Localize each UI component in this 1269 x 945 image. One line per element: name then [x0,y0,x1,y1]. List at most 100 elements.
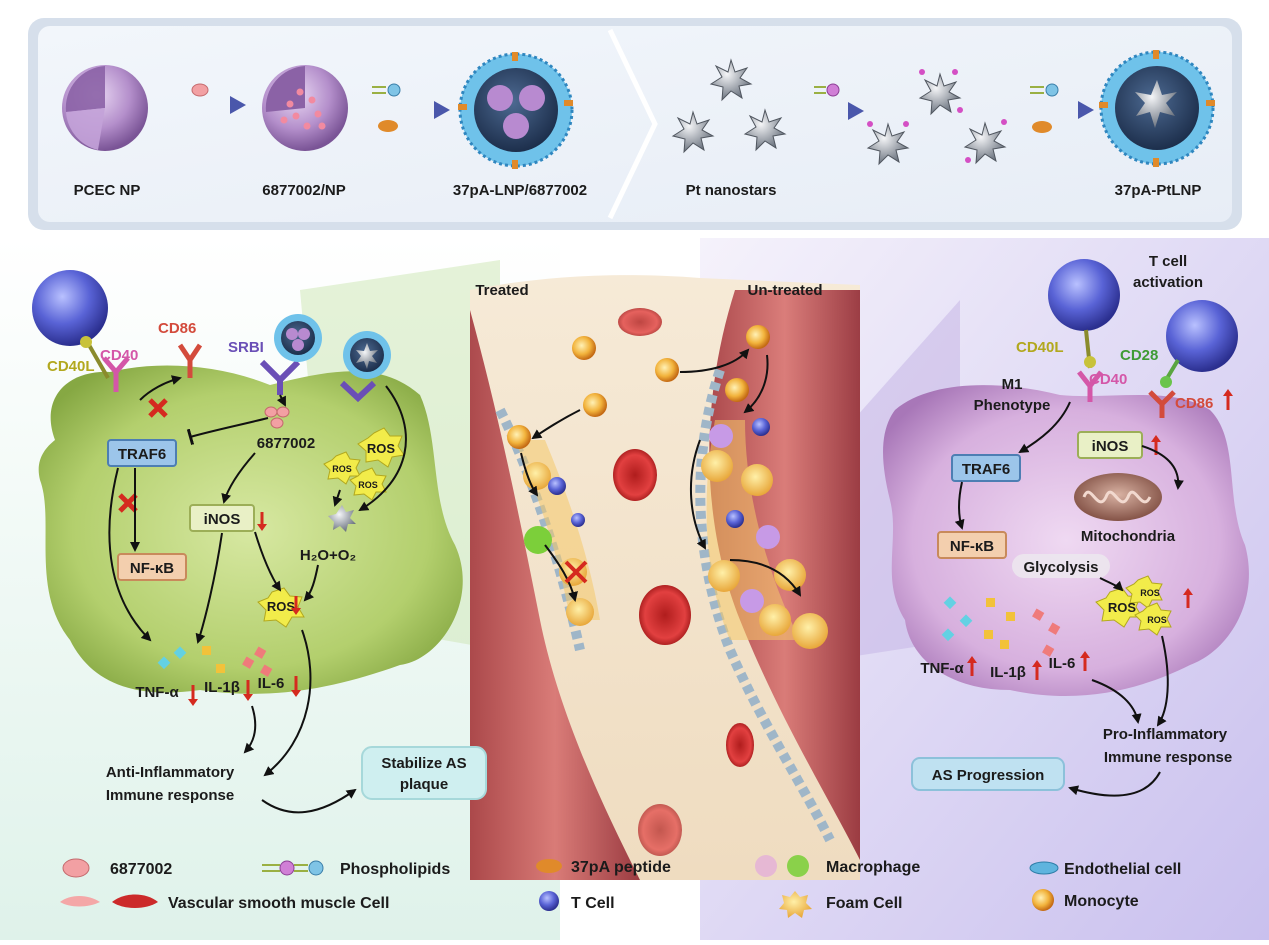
left-cd40-label: CD40 [100,347,138,364]
legend-drug-icon [62,858,90,878]
legend-endothelial-icon [1029,861,1059,875]
artery-illustration: Treated Un-treated [470,275,860,880]
left-inos-label: iNOS [204,511,241,528]
right-cytokines [941,596,1061,657]
glycolysis-label: Glycolysis [1023,559,1098,576]
legend-t-cell-icon [539,891,559,911]
left-ros-main-label: ROS [267,599,296,614]
left-down-arrowheads [188,524,301,706]
right-cd86-up-arrowhead [1223,389,1233,396]
stabilize-line1: Stabilize AS [381,755,466,772]
left-pathway-arrows [108,375,407,814]
left-cd86-label: CD86 [158,320,196,337]
label-lnp-drug: 37pA-LNP/6877002 [453,182,587,199]
left-drug-label: 6877002 [257,435,315,452]
mitochondria-label: Mitochondria [1081,528,1176,545]
legend-endothelial-label: Endothelial cell [1064,861,1181,878]
srbi-bound-pt-lnp [343,331,391,379]
legend-vsmc-light-icon [60,896,100,907]
left-inos-box [189,504,255,532]
left-cd40-cross [148,398,168,418]
right-inos-label: iNOS [1092,438,1129,455]
legend-peptide-icon [536,859,562,873]
left-down-arrows [191,512,298,700]
foam-cells [523,450,828,649]
artery-t-cells [548,418,770,528]
right-ros-up-arrowhead [1183,588,1193,595]
drug-pill-icon [191,83,209,97]
label-treated: Treated [475,282,528,299]
top-panel: PCEC NP 6877002/NP 37pA-LNP/6877002 Pt n… [28,18,1242,230]
right-ros3-label: ROS [1147,615,1167,625]
right-up-arrows [970,657,1087,680]
legend-peptide-label: 37pA peptide [571,859,671,876]
stabilize-line2: plaque [400,776,448,793]
artery-arrows [520,348,802,602]
left-ros-small-2: ROS [358,480,378,490]
right-t-cell-2 [1166,300,1238,372]
drug-loaded-np-sphere [262,65,348,151]
m1-phenotype-line2: Phenotype [974,397,1051,414]
left-macrophage: TRAF6 NF-κB iNOS 6877002 H₂O+O₂ ROS ROS … [32,270,487,814]
legend-vsmc-label: Vascular smooth muscle Cell [168,895,389,912]
lnp-drug-particle [458,52,574,169]
endothelium-right [695,368,835,843]
right-ros1-label: ROS [1108,600,1137,615]
left-traf6-box [107,439,177,467]
legend-macrophage-green-icon [787,855,809,877]
srbi-label: SRBI [228,339,264,356]
right-il6-label: IL-6 [1049,655,1076,672]
anti-inflammatory-line1: Anti-Inflammatory [106,764,235,781]
legend-monocyte-icon [1032,889,1054,911]
top-panel-divider [607,28,658,220]
left-nfkb-box [117,553,187,581]
right-ros2-label: ROS [1140,588,1160,598]
right-traf6-box [951,454,1021,482]
left-il1-label: IL-1β [204,679,240,696]
left-il6-label: IL-6 [258,675,285,692]
left-nfkb-label: NF-κB [130,560,174,577]
left-traf6-cross [118,493,138,513]
label-pt-nanostars: Pt nanostars [686,182,777,199]
left-ros-bursts [257,427,405,628]
right-pathway-arrows [954,401,1184,797]
pt-lnp-particle [1099,50,1215,167]
legend-phospholipid-icon [262,860,324,876]
phospholipid-icon-2 [814,83,840,97]
right-up-arrowheads [967,651,1090,667]
coated-nanostar-ligands [867,69,1007,163]
left-traf6-label: TRAF6 [118,446,166,463]
left-ros-small-1: ROS [332,464,352,474]
as-progression-label: AS Progression [932,767,1045,784]
cd28-ligand [1160,376,1172,388]
left-cd40l-label: CD40L [47,358,95,375]
right-inos-up-arrowhead [1151,435,1161,442]
legend-drug-label: 6877002 [110,861,172,878]
right-tnf-label: TNF-α [920,660,964,677]
right-inos-box [1077,431,1143,459]
left-pt-nanostar-icon [328,505,356,532]
top-panel-inner [38,26,1232,222]
legend-macrophage-pink-icon [755,855,777,877]
mitochondrion-icon [1074,473,1162,521]
t-cell-activation-line2: activation [1133,274,1203,291]
right-cd40l-ligand [1084,356,1096,368]
label-untreated: Un-treated [747,282,822,299]
peptide-icon-2 [1032,121,1052,133]
srbi-bound-lnp [274,314,322,362]
left-cytokines [157,646,273,677]
left-t-cell [32,270,108,346]
peptide-icon-1 [378,120,398,132]
h2o-o2-label: H₂O+O₂ [300,547,356,564]
label-pt-lnp: 37pA-PtLNP [1115,182,1202,199]
right-srbi-receptor [339,380,377,403]
right-cd86-label: CD86 [1175,395,1213,412]
right-cd40l-label: CD40L [1016,339,1064,356]
anti-inflammatory-line2: Immune response [106,787,234,804]
right-il1-label: IL-1β [990,664,1026,681]
artery-macrophages [524,424,780,613]
pcec-np-sphere [62,65,148,151]
legend: 6877002 Phospholipids 37pA peptide Macro… [60,855,1181,918]
